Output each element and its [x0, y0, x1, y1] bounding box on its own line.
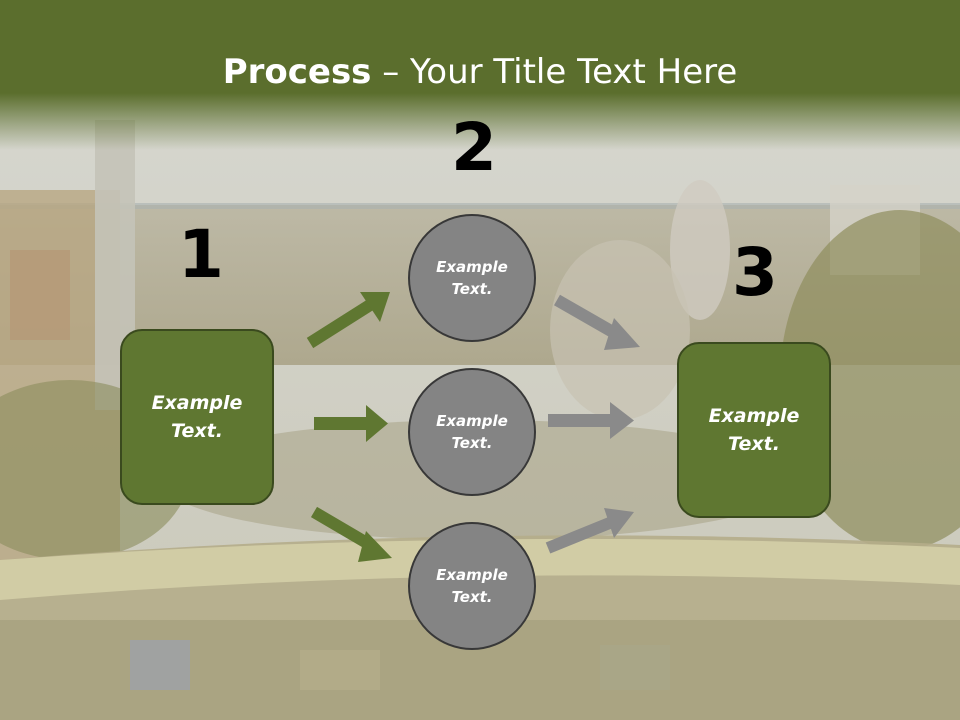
- step-number-2: 2: [451, 109, 497, 186]
- arrow-box-to-circle-2: [314, 405, 388, 442]
- title-bold: Process: [222, 52, 372, 92]
- page-title: Process – Your Title Text Here: [0, 52, 960, 92]
- arrow-circle-2-to-box: [548, 402, 634, 439]
- arrow-circle-3-to-box: [545, 508, 634, 554]
- arrow-box-to-circle-1: [306, 292, 390, 349]
- title-rest: – Your Title Text Here: [371, 52, 738, 92]
- step-circle-2: Example Text.: [408, 368, 536, 496]
- step-box-left: Example Text.: [120, 329, 274, 505]
- step-number-1: 1: [178, 216, 224, 293]
- arrow-circle-1-to-box: [554, 294, 640, 350]
- step-box-right: Example Text.: [677, 342, 831, 518]
- step-circle-3: Example Text.: [408, 522, 536, 650]
- arrow-box-to-circle-3: [310, 506, 392, 562]
- step-circle-1: Example Text.: [408, 214, 536, 342]
- step-number-3: 3: [732, 234, 778, 311]
